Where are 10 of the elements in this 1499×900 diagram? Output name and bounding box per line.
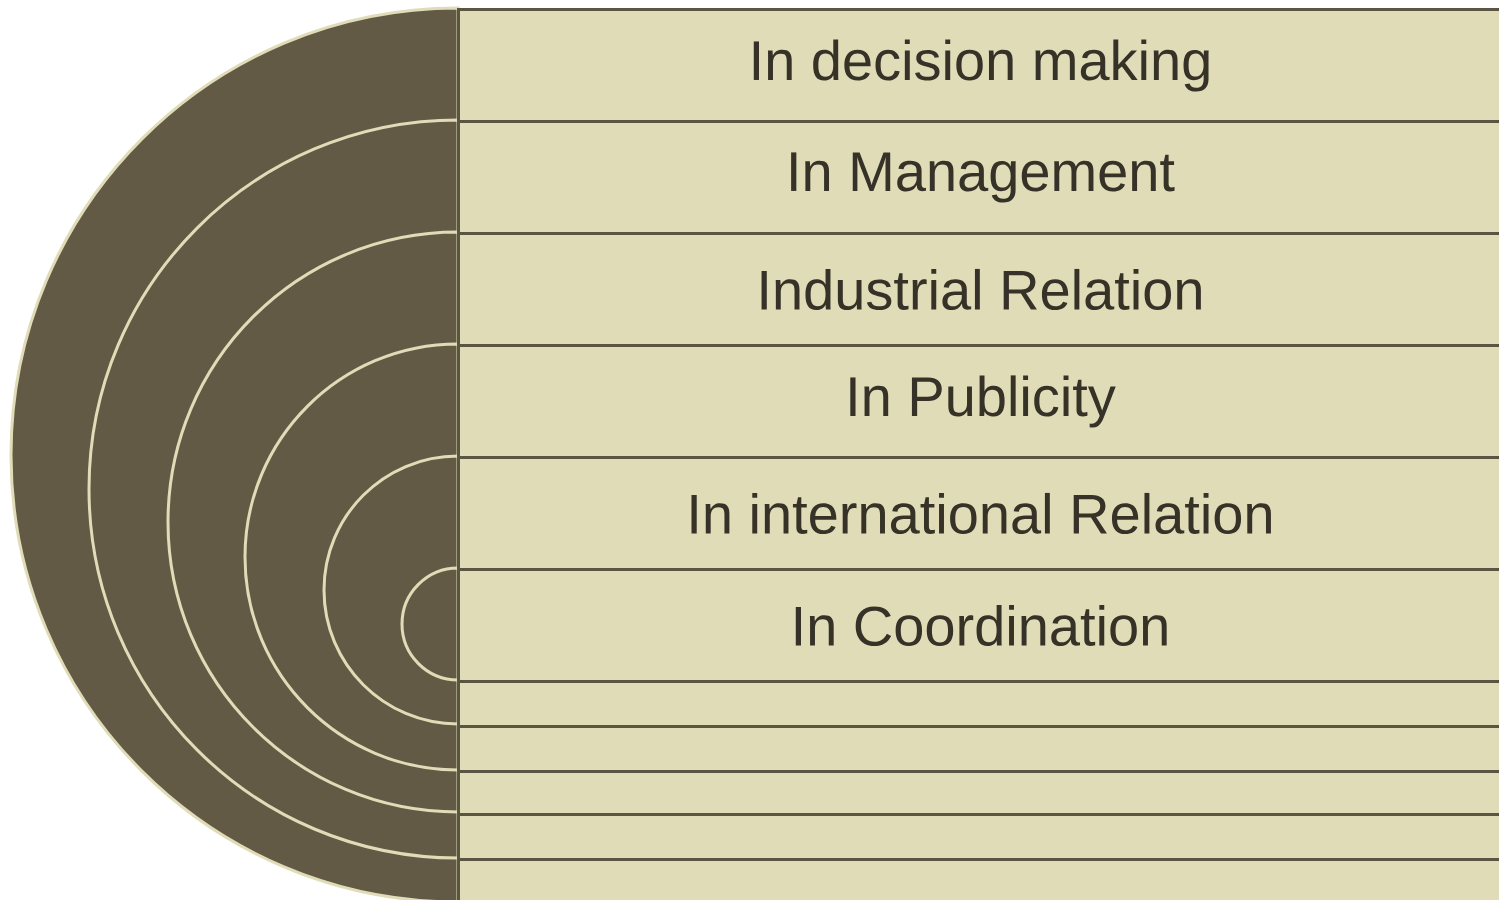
empty-bar [457, 680, 1499, 728]
empty-bar [457, 813, 1499, 861]
empty-bar [457, 770, 1499, 816]
text-bar: In decision making [457, 8, 1499, 123]
text-bar: In Management [457, 120, 1499, 235]
text-bar: In international Relation [457, 456, 1499, 571]
empty-bar [457, 725, 1499, 773]
empty-bar [457, 858, 1499, 900]
text-bar: In Publicity [457, 344, 1499, 459]
text-bar: Industrial Relation [457, 232, 1499, 347]
